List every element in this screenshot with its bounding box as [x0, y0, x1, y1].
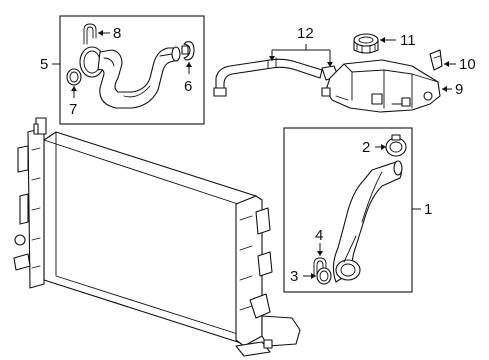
clamp-6-part — [181, 41, 195, 61]
leader-lines — [52, 30, 456, 279]
outlet-hose-part — [332, 160, 403, 283]
callout-10: 10 — [459, 56, 476, 73]
callout-12: 12 — [297, 25, 314, 42]
callout-11: 11 — [400, 32, 416, 49]
clip-4-part — [313, 257, 327, 277]
surge-tank-part — [321, 59, 441, 113]
callout-3: 3 — [290, 268, 298, 285]
inlet-hose-part — [79, 46, 181, 109]
radiator-part — [13, 117, 301, 357]
callout-2: 2 — [362, 139, 370, 156]
callout-9: 9 — [455, 81, 463, 98]
callout-4: 4 — [315, 227, 323, 244]
hose-clamp-2-part — [385, 134, 407, 157]
callout-1: 1 — [424, 201, 432, 218]
callout-8: 8 — [113, 25, 121, 42]
overflow-hose-part — [213, 57, 339, 97]
seal-7-part — [66, 68, 82, 86]
bracket-10-part — [429, 49, 443, 71]
callout-5: 5 — [40, 56, 48, 73]
clip-8-part — [83, 23, 97, 45]
inlet-hose-group-box — [59, 15, 205, 125]
outlet-hose-group-box — [283, 127, 413, 293]
pressure-cap-part — [353, 33, 379, 54]
seal-3-part — [316, 267, 332, 285]
callout-7: 7 — [69, 101, 77, 118]
callout-6: 6 — [184, 78, 192, 95]
